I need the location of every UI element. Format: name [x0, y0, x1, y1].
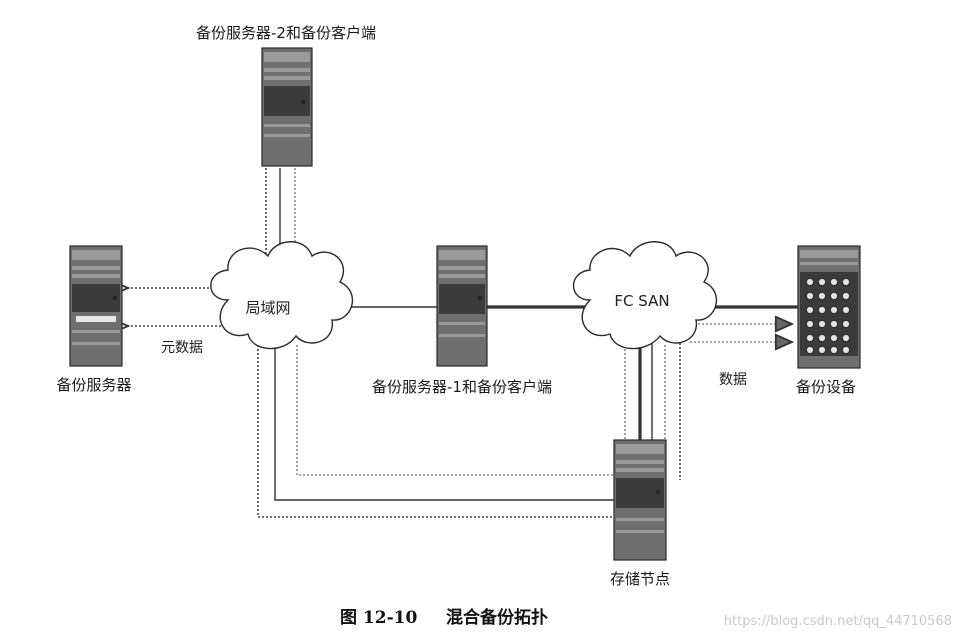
- server-2-label: 备份服务器-2和备份客户端: [196, 24, 376, 42]
- backup-server-label: 备份服务器: [56, 376, 131, 394]
- san-label: FC SAN: [614, 292, 669, 310]
- lan-cloud: 局域网: [210, 241, 354, 350]
- caption-figure-number: 图 12-10: [340, 608, 417, 628]
- backup-device: [797, 245, 861, 369]
- link-lan-storage-light: [296, 345, 615, 476]
- backup-server: [69, 245, 123, 367]
- storage-node-label: 存储节点: [610, 570, 670, 588]
- metadata-label: 元数据: [161, 340, 203, 356]
- storage-node: [613, 439, 667, 561]
- san-cloud: FC SAN: [573, 241, 718, 350]
- figure-caption: 图 12-10 混合备份拓扑: [340, 607, 548, 628]
- backup-device-label: 备份设备: [796, 378, 856, 396]
- caption-title: 混合备份拓扑: [446, 607, 548, 628]
- lan-label: 局域网: [245, 299, 290, 317]
- connections: [113, 168, 800, 518]
- server-1: [436, 245, 488, 367]
- data-label: 数据: [719, 372, 747, 388]
- watermark: https://blog.csdn.net/qq_44710568: [724, 614, 952, 629]
- server-1-label: 备份服务器-1和备份客户端: [372, 378, 552, 396]
- disk-slots: [806, 278, 850, 354]
- server-2: [261, 47, 313, 167]
- link-lan-storage-solid: [274, 345, 615, 501]
- link-lan-storage-dotted: [257, 345, 615, 518]
